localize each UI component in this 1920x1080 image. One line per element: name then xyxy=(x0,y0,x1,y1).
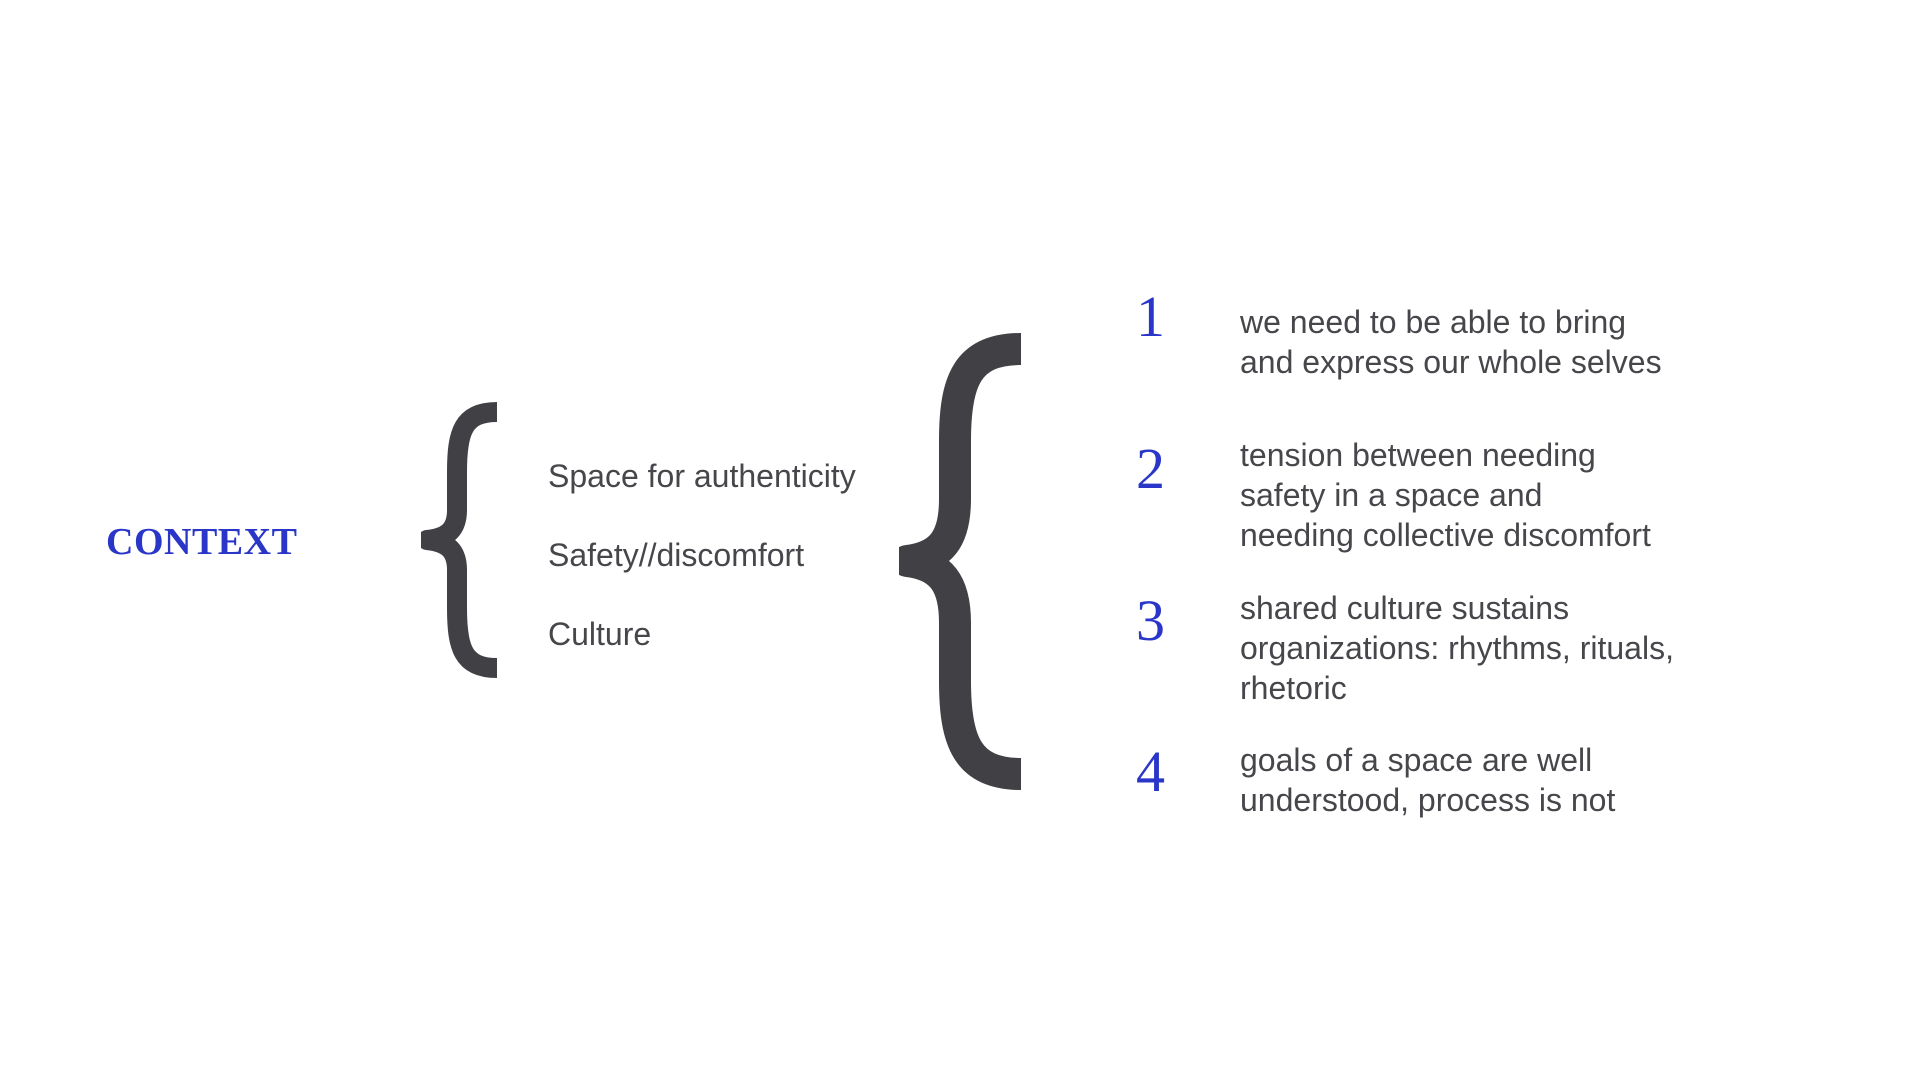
point-4-line: goals of a space are well xyxy=(1240,742,1593,778)
point-1-line: we need to be able to bring xyxy=(1240,304,1627,340)
point-2-line: tension between needing xyxy=(1240,437,1596,473)
point-2-line: safety in a space and xyxy=(1240,477,1543,513)
point-number-2: 2 xyxy=(1136,436,1165,501)
point-text-1: we need to be able to bring and express … xyxy=(1240,302,1662,382)
point-4-line: understood, process is not xyxy=(1240,782,1616,818)
point-text-2: tension between needing safety in a spac… xyxy=(1240,435,1651,555)
subtopic-safety: Safety//discomfort xyxy=(548,537,805,573)
point-2-line: needing collective discomfort xyxy=(1240,517,1651,553)
subtopic-authenticity: Space for authenticity xyxy=(548,458,856,494)
point-3-line: shared culture sustains xyxy=(1240,590,1570,626)
point-3-line: organizations: rhythms, rituals, xyxy=(1240,630,1674,666)
point-text-4: goals of a space are well understood, pr… xyxy=(1240,740,1615,820)
subtopic-culture: Culture xyxy=(548,616,652,652)
context-heading: CONTEXT xyxy=(106,521,298,563)
point-number-1: 1 xyxy=(1136,284,1165,349)
point-text-3: shared culture sustains organizations: r… xyxy=(1240,588,1674,708)
point-3-line: rhetoric xyxy=(1240,670,1347,706)
point-number-3: 3 xyxy=(1136,588,1165,653)
large-brace-icon xyxy=(899,333,1021,790)
small-brace-icon xyxy=(421,402,498,678)
point-number-4: 4 xyxy=(1136,739,1165,804)
point-1-line: and express our whole selves xyxy=(1240,344,1662,380)
